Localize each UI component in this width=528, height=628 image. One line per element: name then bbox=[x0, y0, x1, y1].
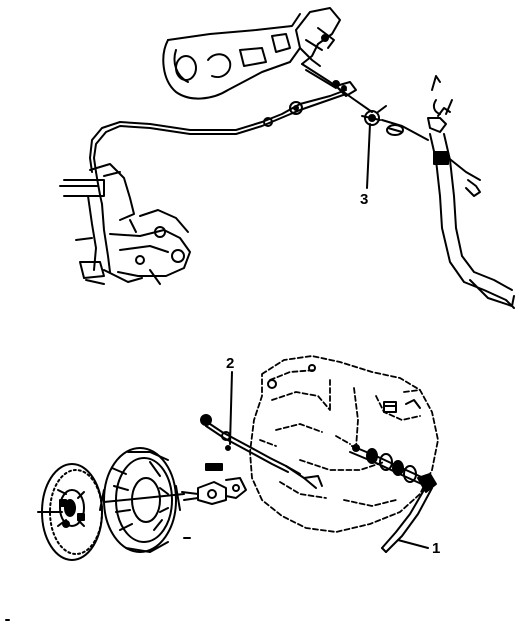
callout-3-leader bbox=[366, 123, 371, 189]
lower-cable bbox=[200, 414, 323, 489]
return-spring-assembly bbox=[361, 105, 429, 141]
callout-3-label: 3 bbox=[360, 191, 368, 208]
callout-1-leader bbox=[397, 539, 429, 549]
callout-2-label: 2 bbox=[226, 355, 234, 372]
release-bearing bbox=[181, 463, 247, 505]
callout-2-leader bbox=[229, 371, 233, 445]
gearbox-details bbox=[267, 364, 421, 413]
clutch-cable bbox=[89, 81, 357, 173]
input-shaft-axis bbox=[37, 493, 185, 513]
pressure-plate bbox=[99, 447, 181, 553]
gearbox-housing bbox=[249, 355, 439, 533]
release-lever bbox=[381, 473, 437, 553]
release-shaft bbox=[349, 444, 429, 487]
pedal-bracket bbox=[162, 7, 341, 100]
release-fork-mechanism bbox=[59, 163, 191, 285]
callout-1-label: 1 bbox=[432, 540, 440, 557]
clutch-pedal bbox=[427, 75, 515, 309]
